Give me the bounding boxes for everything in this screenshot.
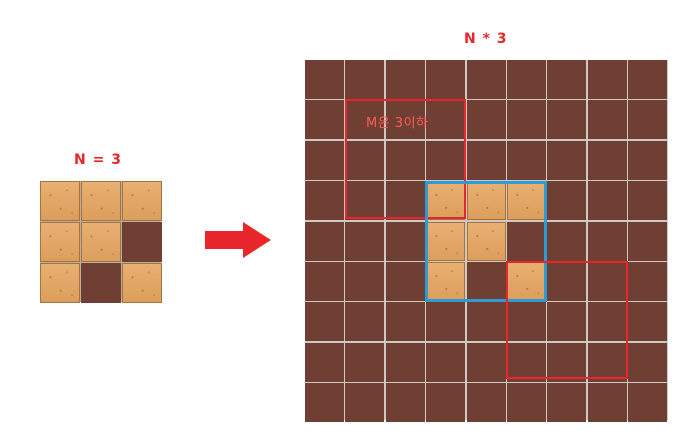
brown-tile bbox=[507, 342, 546, 382]
brown-tile bbox=[587, 181, 627, 221]
brown-tile bbox=[385, 100, 425, 140]
tan-tile bbox=[426, 221, 466, 261]
brown-tile bbox=[587, 262, 627, 301]
brown-tile bbox=[628, 302, 668, 342]
brown-tile bbox=[385, 181, 425, 221]
brown-tile bbox=[466, 140, 506, 180]
brown-tile bbox=[385, 221, 425, 261]
brown-tile bbox=[305, 302, 344, 342]
brown-tile bbox=[507, 140, 546, 180]
big-grid-label: N * 3 bbox=[464, 31, 508, 47]
brown-tile bbox=[426, 60, 466, 99]
brown-tile bbox=[345, 302, 385, 342]
brown-tile bbox=[385, 302, 425, 342]
tan-tile bbox=[426, 181, 466, 221]
brown-tile bbox=[305, 383, 344, 423]
brown-tile bbox=[587, 221, 627, 261]
brown-tile bbox=[587, 140, 627, 180]
brown-tile bbox=[587, 342, 627, 382]
brown-tile bbox=[466, 60, 506, 99]
brown-tile bbox=[466, 262, 506, 301]
brown-tile bbox=[345, 181, 385, 221]
brown-tile bbox=[547, 60, 587, 99]
brown-tile bbox=[426, 302, 466, 342]
tan-tile bbox=[40, 263, 80, 303]
brown-tile bbox=[345, 383, 385, 423]
small-tile-grid bbox=[40, 181, 162, 303]
brown-tile bbox=[628, 262, 668, 301]
tan-tile bbox=[466, 221, 506, 261]
tan-tile bbox=[466, 181, 506, 221]
brown-tile bbox=[628, 60, 668, 99]
brown-tile bbox=[345, 221, 385, 261]
brown-tile bbox=[628, 181, 668, 221]
right-arrow-icon bbox=[205, 222, 271, 258]
brown-tile bbox=[547, 302, 587, 342]
brown-tile bbox=[507, 100, 546, 140]
brown-tile bbox=[507, 302, 546, 342]
brown-tile bbox=[385, 60, 425, 99]
brown-tile bbox=[345, 60, 385, 99]
brown-tile bbox=[587, 100, 627, 140]
brown-tile bbox=[426, 100, 466, 140]
brown-tile bbox=[507, 383, 546, 423]
brown-tile bbox=[305, 100, 344, 140]
brown-tile bbox=[466, 100, 506, 140]
brown-tile bbox=[345, 342, 385, 382]
brown-tile bbox=[122, 222, 162, 262]
brown-tile bbox=[587, 302, 627, 342]
brown-tile bbox=[547, 383, 587, 423]
tan-tile bbox=[122, 263, 162, 303]
tan-tile bbox=[81, 181, 121, 221]
tan-tile bbox=[40, 222, 80, 262]
brown-tile bbox=[385, 140, 425, 180]
brown-tile bbox=[305, 342, 344, 382]
brown-tile bbox=[628, 383, 668, 423]
brown-tile bbox=[345, 100, 385, 140]
small-grid-label: N = 3 bbox=[74, 152, 122, 168]
brown-tile bbox=[426, 383, 466, 423]
brown-tile bbox=[305, 221, 344, 261]
brown-tile bbox=[305, 140, 344, 180]
brown-tile bbox=[547, 221, 587, 261]
tan-tile bbox=[40, 181, 80, 221]
red-box-label: M은 3이하 bbox=[366, 116, 429, 131]
brown-tile bbox=[547, 262, 587, 301]
brown-tile bbox=[385, 262, 425, 301]
tan-tile bbox=[507, 181, 546, 221]
brown-tile bbox=[628, 100, 668, 140]
brown-tile bbox=[466, 383, 506, 423]
red-box-top bbox=[345, 99, 466, 219]
red-box-bottom bbox=[506, 261, 628, 379]
brown-tile bbox=[81, 263, 121, 303]
brown-tile bbox=[547, 140, 587, 180]
brown-tile bbox=[305, 181, 344, 221]
brown-tile bbox=[547, 100, 587, 140]
brown-tile bbox=[466, 302, 506, 342]
brown-tile bbox=[345, 262, 385, 301]
brown-tile bbox=[466, 342, 506, 382]
brown-tile bbox=[345, 140, 385, 180]
brown-tile bbox=[305, 262, 344, 301]
brown-tile bbox=[305, 60, 344, 99]
brown-tile bbox=[547, 181, 587, 221]
brown-tile bbox=[587, 60, 627, 99]
brown-tile bbox=[426, 342, 466, 382]
brown-tile bbox=[426, 140, 466, 180]
brown-tile bbox=[385, 383, 425, 423]
brown-tile bbox=[628, 221, 668, 261]
blue-box bbox=[425, 181, 547, 302]
brown-tile bbox=[628, 140, 668, 180]
brown-tile bbox=[628, 342, 668, 382]
big-tile-grid bbox=[305, 60, 668, 423]
brown-tile bbox=[587, 383, 627, 423]
brown-tile bbox=[547, 342, 587, 382]
tan-tile bbox=[81, 222, 121, 262]
brown-tile bbox=[385, 342, 425, 382]
brown-tile bbox=[507, 221, 546, 261]
brown-tile bbox=[507, 60, 546, 99]
tan-tile bbox=[122, 181, 162, 221]
